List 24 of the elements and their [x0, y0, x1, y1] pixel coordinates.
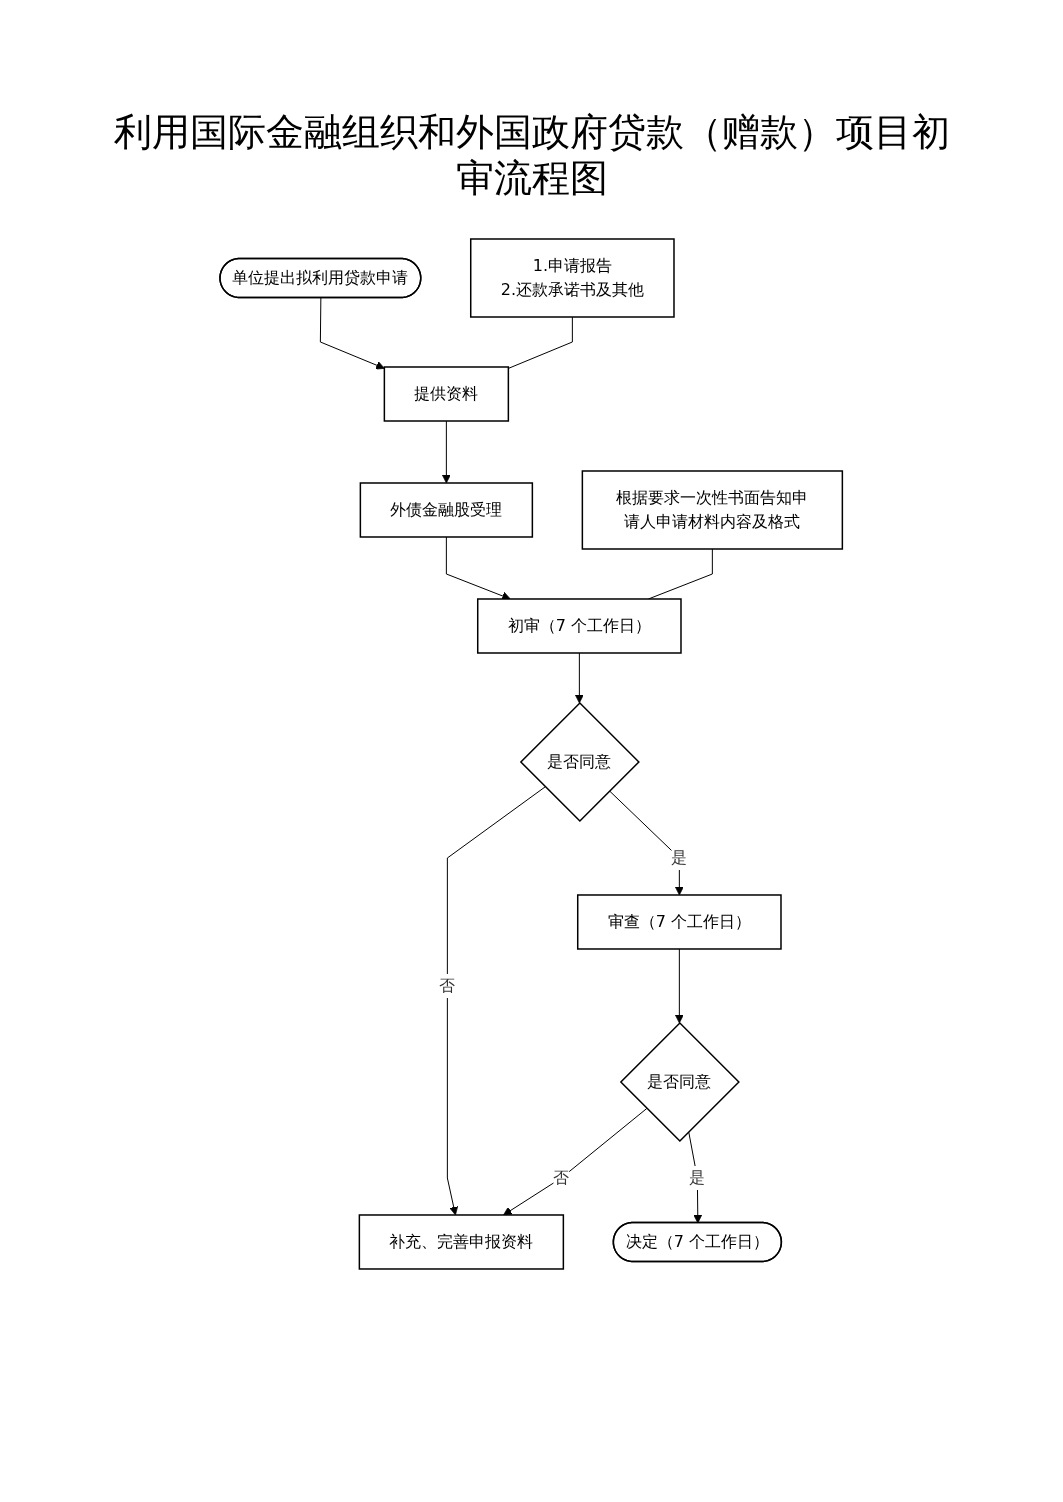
node-box: 审查（7 个工作日） — [577, 894, 783, 950]
arrow — [575, 652, 585, 704]
connector — [648, 548, 714, 600]
edge-label: 否 — [439, 976, 456, 996]
node-diamond: 是否同意 — [620, 1022, 741, 1143]
arrow — [447, 786, 546, 1216]
arrow — [503, 1108, 648, 1216]
node-box: 根据要求一次性书面告知申请人申请材料内容及格式 — [581, 470, 844, 550]
connector — [508, 316, 574, 370]
arrow — [609, 790, 685, 896]
node-diamond: 是否同意 — [520, 702, 641, 823]
node-box: 外债金融股受理 — [359, 482, 534, 538]
node-box: 补充、完善申报资料 — [358, 1214, 565, 1270]
arrow — [446, 536, 511, 601]
node-box: 初审（7 个工作日） — [477, 598, 683, 654]
diagram-title: 利用国际金融组织和外国政府贷款（赠款）项目初审流程图 — [112, 110, 951, 202]
edge-label: 否 — [553, 1168, 570, 1188]
arrow — [320, 297, 386, 370]
edge-label: 是 — [671, 848, 688, 868]
edge-label: 是 — [689, 1168, 706, 1188]
node-box: 1.申请报告 2.还款承诺书及其他 — [470, 238, 676, 318]
node-box: 提供资料 — [383, 366, 510, 422]
arrow — [442, 420, 452, 484]
arrow — [675, 948, 685, 1024]
